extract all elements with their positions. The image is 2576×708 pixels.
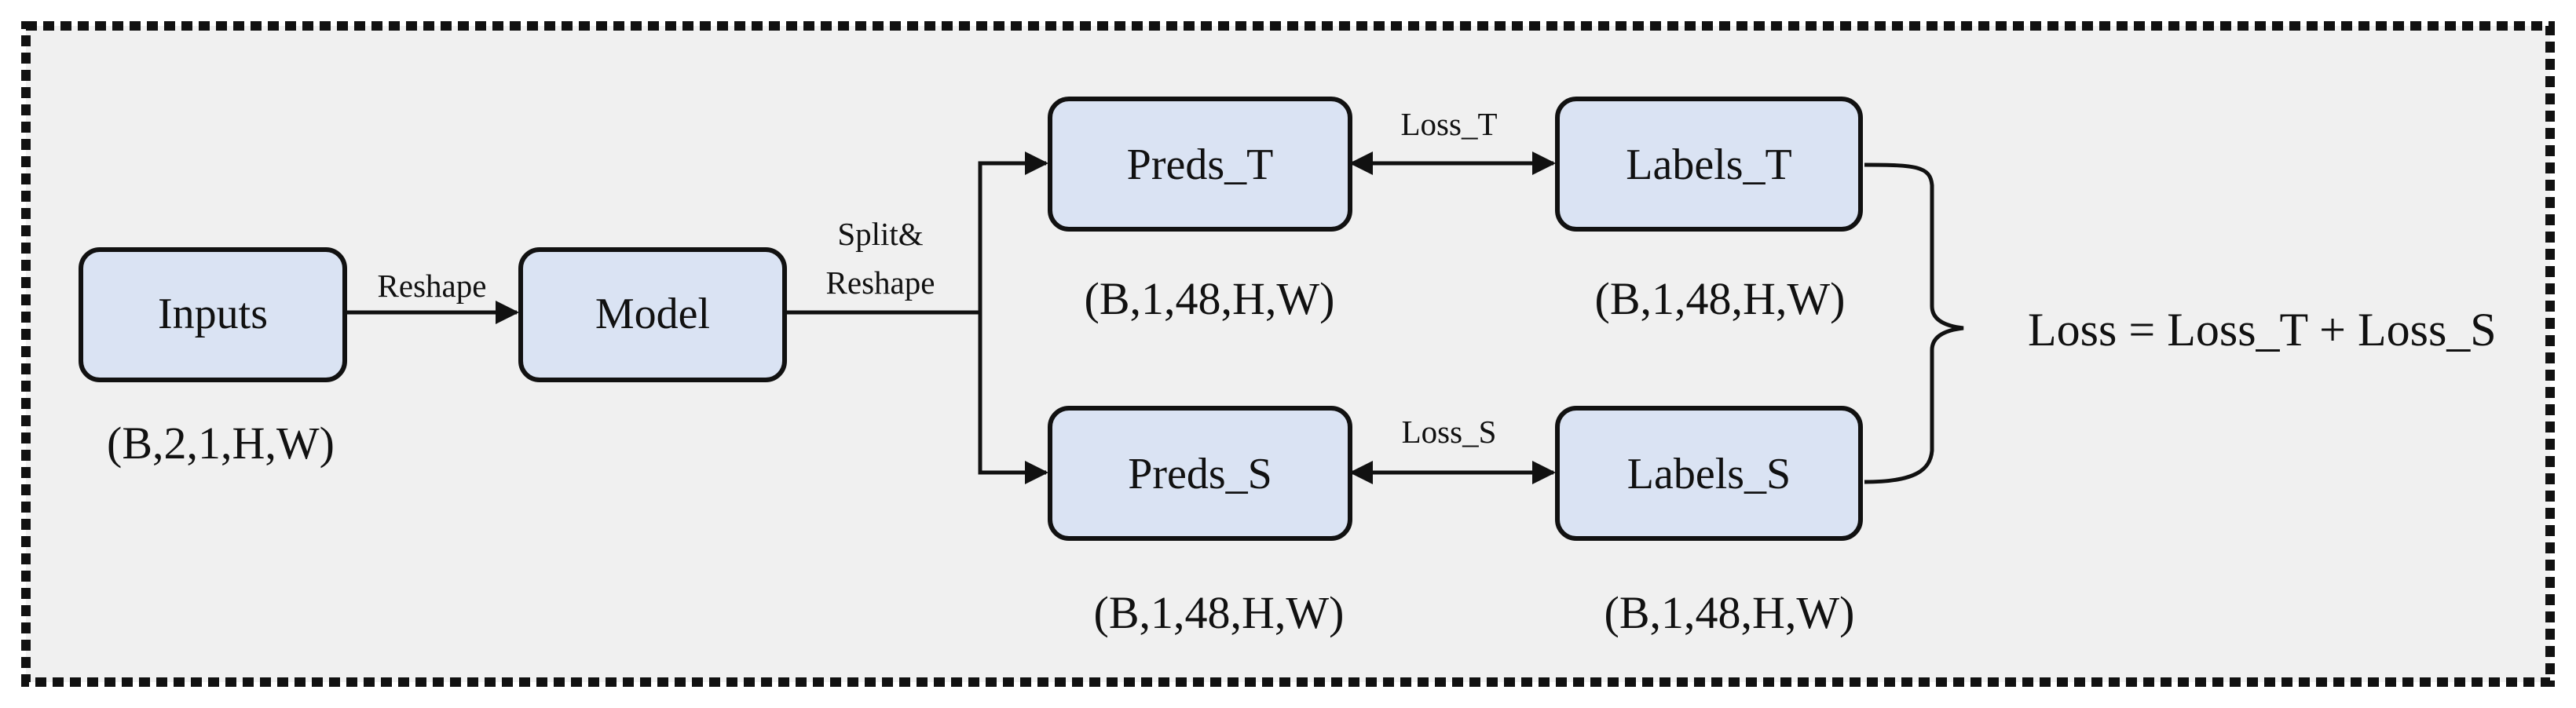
reshape-edge-label: Reshape: [378, 268, 487, 304]
preds-s-shape-label: (B,1,48,H,W): [1094, 587, 1345, 638]
labels-s-shape-label: (B,1,48,H,W): [1605, 587, 1855, 638]
curly-brace: [1864, 162, 1964, 484]
preds-t-node: [1048, 97, 1352, 232]
inputs-node-label: Inputs: [158, 290, 268, 338]
loss-t-edge-label: Loss_T: [1401, 106, 1498, 142]
model-node-label: Model: [595, 290, 710, 338]
loss-s-edge-label: Loss_S: [1402, 414, 1497, 450]
labels-s-node: [1555, 406, 1863, 541]
edge-model-split: [787, 151, 1048, 315]
split-edge-label-line2: Reshape: [826, 265, 935, 301]
edge-split-to-preds-s: [978, 312, 1048, 484]
labels-t-node: [1555, 97, 1863, 232]
preds-s-node-label: Preds_S: [1128, 450, 1272, 498]
preds-s-node: [1048, 406, 1352, 541]
labels-s-node-label: Labels_S: [1627, 450, 1791, 498]
model-node: [518, 247, 787, 382]
total-loss-formula: Loss = Loss_T + Loss_S: [2028, 304, 2497, 356]
preds-t-node-label: Preds_T: [1127, 141, 1274, 189]
split-edge-label-line1: Split&: [837, 216, 923, 252]
inputs-shape-label: (B,2,1,H,W): [107, 418, 335, 469]
labels-t-shape-label: (B,1,48,H,W): [1595, 273, 1846, 324]
preds-t-shape-label: (B,1,48,H,W): [1085, 273, 1335, 324]
inputs-node: [79, 247, 347, 382]
labels-t-node-label: Labels_T: [1626, 141, 1791, 189]
